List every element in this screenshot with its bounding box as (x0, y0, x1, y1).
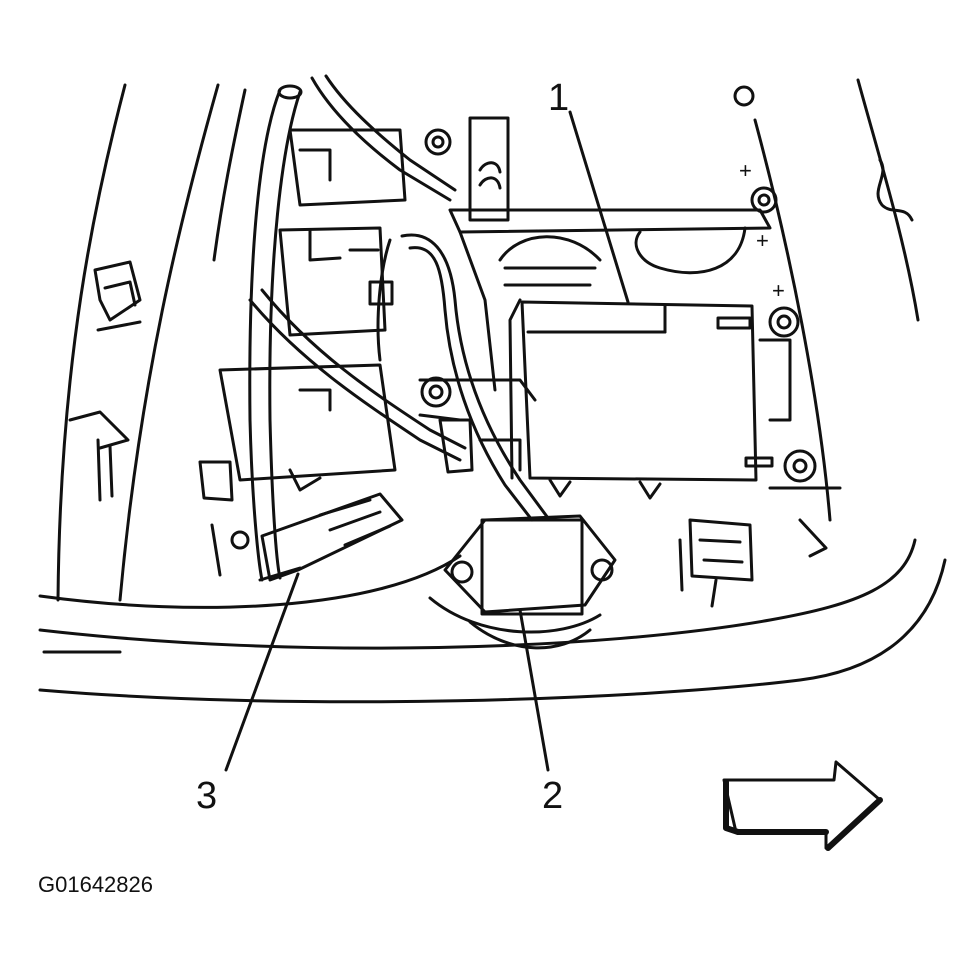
right-arrow-icon (722, 760, 883, 851)
figure-id: G01642826 (38, 872, 153, 897)
sensor-module-2 (428, 514, 617, 650)
wiring-harness (248, 74, 550, 582)
retaining-clip (93, 260, 142, 332)
positive-terminal-mark: + (756, 228, 769, 253)
harness-connector (678, 518, 828, 608)
leader-line (224, 572, 300, 772)
bolt-icon (424, 128, 452, 156)
bolt-icon (768, 306, 800, 338)
callout-1: 1 (548, 77, 569, 119)
retaining-clip (68, 410, 130, 502)
callout-3: 3 (196, 775, 217, 817)
body-outline (38, 78, 947, 704)
positive-terminal-mark: + (772, 278, 785, 303)
control-module-1 (418, 298, 842, 490)
bolt-icon (783, 449, 817, 483)
callout-2: 2 (542, 775, 563, 817)
bolt-icon (420, 376, 452, 408)
leader-line (518, 608, 550, 772)
fuse-block (198, 116, 662, 502)
bolt-icon (733, 85, 755, 107)
battery-tray (448, 208, 772, 392)
connector-3 (210, 492, 404, 582)
bolt-icon (750, 186, 778, 214)
leader-line (568, 110, 630, 304)
positive-terminal-mark: + (739, 158, 752, 183)
